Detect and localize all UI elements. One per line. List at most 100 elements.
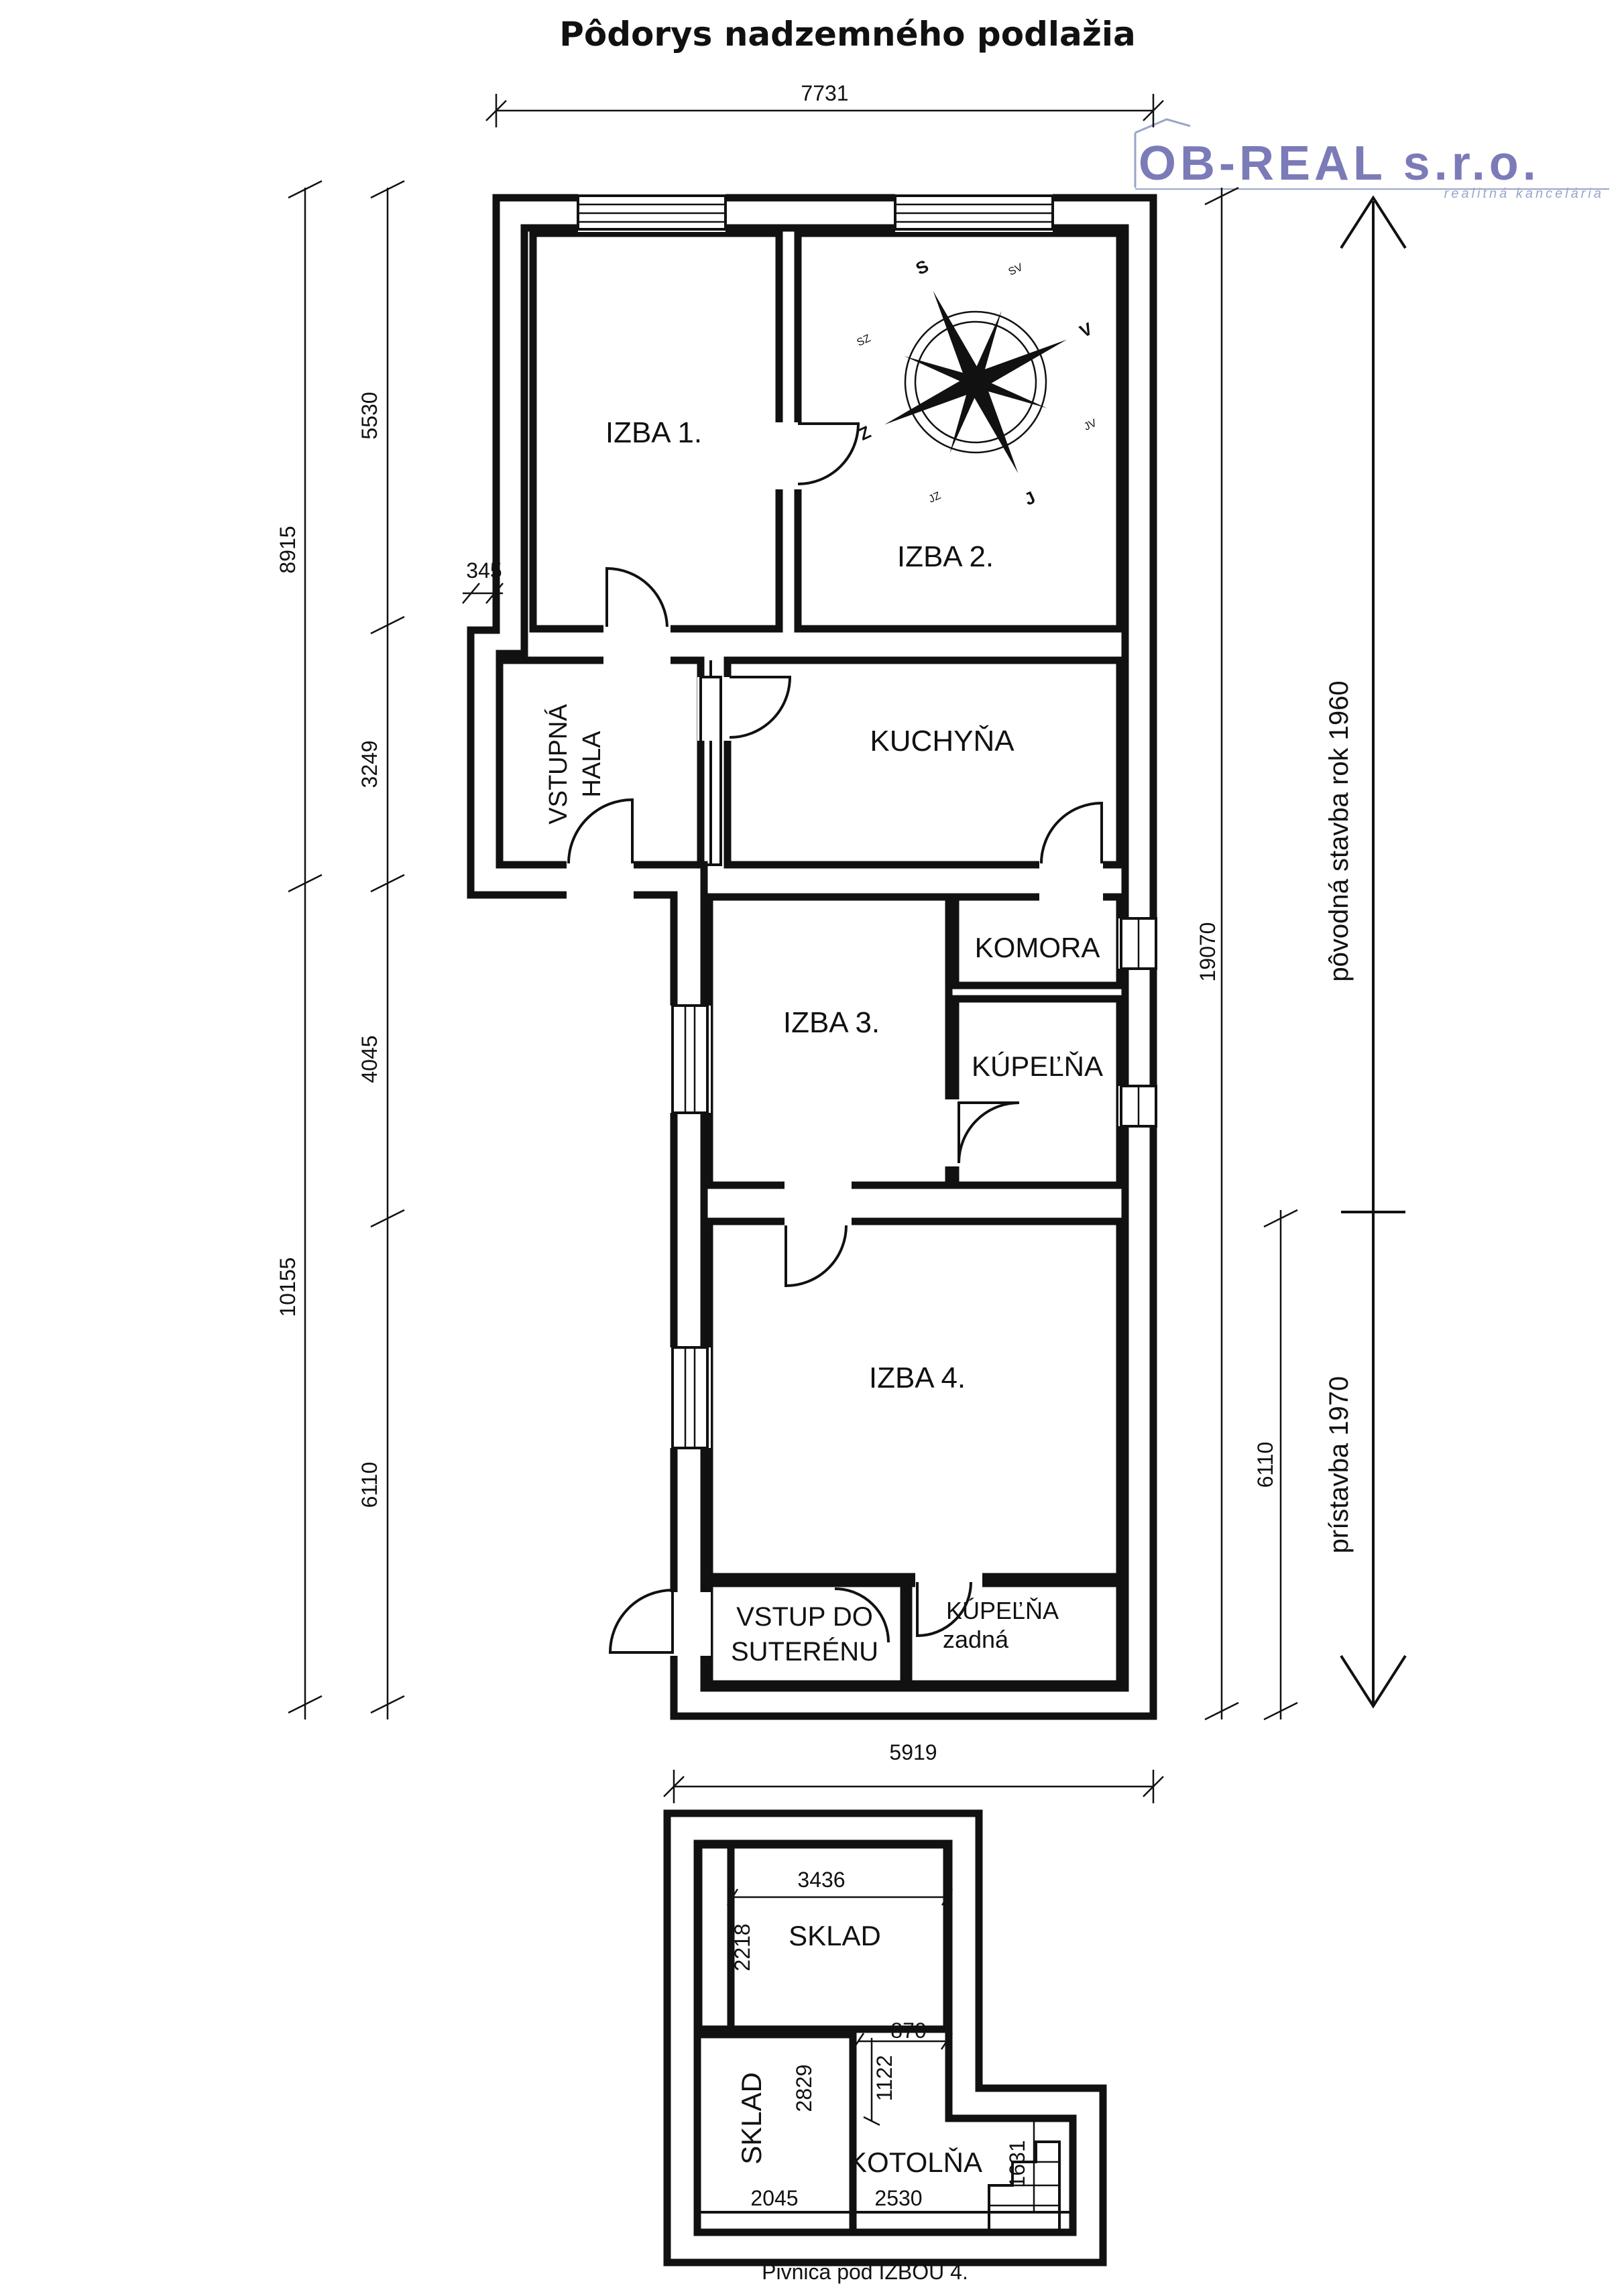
cellar-dim-2045: 2045: [750, 2186, 798, 2210]
dim-left-8915: 8915: [276, 526, 300, 573]
dim-345-value: 345: [466, 558, 502, 583]
label-kupelna-zadna-1: KÚPEĽŇA: [946, 1597, 1059, 1624]
cellar-dim-870-tick-r: [940, 2033, 953, 2050]
door-kuchyna-komora-gap: [1039, 860, 1103, 902]
dim-345-tick-r: [485, 583, 504, 604]
door-hala-exit-gap: [567, 860, 634, 900]
compass-point-se: [976, 381, 1047, 408]
label-kupelna: KÚPEĽŇA: [972, 1050, 1103, 1082]
construction-phase-arrow: pôvodná stavba rok 1960 prístavba 1970: [1324, 195, 1407, 1709]
dim-left-inner-tick-5: [370, 1695, 405, 1714]
window-izba4-frame: [671, 1346, 709, 1449]
label-hala: HALA: [578, 731, 606, 798]
room-labels: IZBA 1. IZBA 2. VSTUPNÁ HALA KUCHYŇA KOM…: [544, 416, 1103, 1667]
cellar-dimensions: 3436 2218 870 1122 2829 1631 2045 2530: [726, 1868, 1035, 2212]
compass-label-sv: SV: [1007, 261, 1025, 278]
logo-tagline: realitná kancelária: [1444, 186, 1604, 201]
compass-label-sz: SZ: [855, 333, 872, 349]
door-corridor-jamb: [699, 676, 722, 866]
dim-left-5530: 5530: [357, 391, 382, 439]
dim-right-19070-tick-t: [1204, 186, 1239, 206]
cellar-dim-1122: 1122: [872, 2055, 896, 2102]
window-izba2-frame: [894, 194, 1054, 231]
dimension-lines: 7731 8915 10155 5530 3249 4045 6110 345 …: [276, 81, 1298, 1803]
cellar-label-kotolna: KOTOLŇA: [848, 2147, 982, 2178]
label-kupelna-zadna-2: zadná: [943, 1626, 1009, 1653]
windows: [577, 193, 1160, 1449]
doors: [567, 422, 1103, 1656]
room-kuchyna-walls: [723, 656, 1124, 869]
phase-original-label: pôvodná stavba rok 1960: [1324, 680, 1354, 981]
compass-label-s: S: [913, 255, 931, 279]
door-izba1-hala-gap: [603, 623, 671, 667]
phase-arrow-head-top: [1340, 195, 1407, 249]
dim-345-tick-l: [462, 583, 480, 604]
cellar-dim-3436-tick-r: [941, 1888, 953, 1906]
compass-label-z: Z: [856, 422, 874, 444]
door-hala-kuchyna-arc: [729, 676, 792, 739]
door-izba1-izba2-gap: [774, 422, 805, 489]
outer-wall-outer: [467, 194, 1157, 1720]
cellar-labels: SKLAD SKLAD KOTOLŇA Pivnica pod IZBOU 4.: [736, 1920, 982, 2284]
cellar-outer-wall: [663, 1809, 1107, 2267]
dim-left-6110: 6110: [357, 1462, 382, 1508]
label-suteren-1: VSTUP DO: [736, 1602, 873, 1632]
door-izba3-kupelna-arc: [958, 1101, 1020, 1164]
door-rear-exit-gap: [669, 1592, 711, 1656]
compass-point-ne: [974, 310, 1002, 382]
dim-bottom-value: 5919: [889, 1740, 937, 1764]
dim-left-4045: 4045: [357, 1035, 382, 1083]
room-kupelna-zadna-walls: [905, 1579, 1124, 1688]
dim-top-slash-l: [485, 100, 507, 121]
label-izba1: IZBA 1.: [605, 416, 702, 449]
compass-label-jv: JV: [1082, 417, 1098, 432]
label-komora: KOMORA: [975, 932, 1100, 963]
dim-left-outer-tick-1: [288, 180, 323, 199]
cellar-dim-2530: 2530: [874, 2186, 922, 2210]
phase-extension-label: prístavba 1970: [1324, 1376, 1354, 1554]
room-kupelna-walls: [951, 995, 1124, 1189]
cellar-stairs: [988, 2140, 1061, 2229]
dim-right-6110: 6110: [1253, 1442, 1277, 1488]
dim-left-inner-tick-1: [370, 180, 405, 199]
dim-left-outer-tick-3: [288, 1695, 323, 1714]
stairs-outline: [988, 2140, 1061, 2229]
dim-top-slash-r: [1143, 100, 1164, 121]
door-hala-kuchyna-gap: [697, 677, 734, 741]
cellar-dim-1122-tick: [863, 2116, 880, 2126]
dim-left-10155: 10155: [276, 1258, 300, 1317]
cellar-dim-1631: 1631: [1005, 2140, 1029, 2187]
door-hala-exit-arc: [567, 798, 634, 864]
dim-right-6110-tick-b: [1263, 1701, 1298, 1721]
compass-point-s: [972, 382, 1019, 473]
cellar-walls: [663, 1809, 1107, 2267]
cellar-dim-3436: 3436: [797, 1868, 845, 1892]
cellar-caption: Pivnica pod IZBOU 4.: [762, 2260, 968, 2284]
compass-point-nw: [904, 356, 976, 383]
room-suteren-walls: [705, 1579, 908, 1688]
dim-left-3249: 3249: [357, 740, 382, 788]
dim-right-19070: 19070: [1196, 922, 1220, 982]
door-izba3-izba4-gap: [785, 1181, 852, 1227]
door-izba3-izba4-arc: [785, 1225, 848, 1288]
dim-right-6110-tick-t: [1263, 1209, 1298, 1228]
logo-name: OB-REAL s.r.o.: [1139, 137, 1540, 190]
label-kuchyna: KUCHYŇA: [870, 725, 1014, 758]
compass-label-j: J: [1021, 487, 1039, 509]
dim-left-inner-tick-4: [370, 1209, 405, 1228]
door-kupelna-zadna-arc: [916, 1581, 972, 1638]
compass-point-w: [884, 379, 976, 425]
cellar-dim-3436-tick-l: [726, 1888, 739, 1906]
window-izba1-frame: [577, 194, 727, 231]
label-vstupna: VSTUPNÁ: [544, 704, 573, 825]
compass-label-jz: JZ: [927, 490, 942, 505]
label-izba3: IZBA 3.: [783, 1006, 880, 1039]
cellar-label-sklad-left: SKLAD: [736, 2072, 767, 2165]
label-suteren-2: SUTERÉNU: [731, 1636, 878, 1667]
dim-top-value: 7731: [801, 81, 848, 105]
label-izba4: IZBA 4.: [869, 1362, 966, 1394]
door-izba1-hala-arc: [605, 566, 669, 627]
phase-arrow-head-bottom: [1340, 1654, 1407, 1709]
room-izba4-walls: [705, 1217, 1124, 1581]
